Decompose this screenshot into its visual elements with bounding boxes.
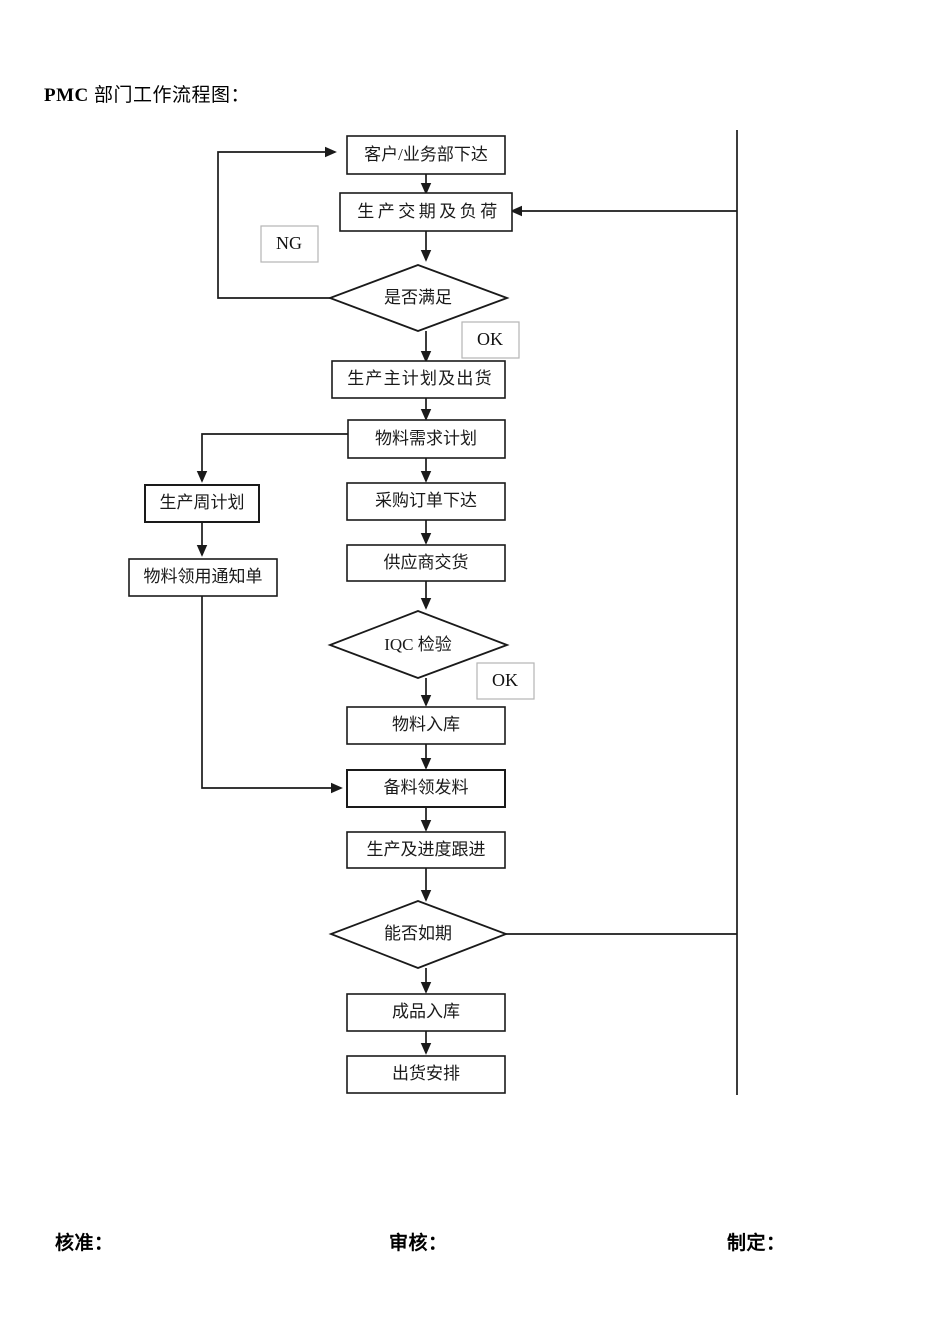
flow-node-s1[interactable]: 生产周计划: [144, 484, 260, 523]
flow-node-n6[interactable]: 供应商交货: [346, 544, 506, 582]
flow-node-n9[interactable]: 生产及进度跟进: [346, 831, 506, 869]
flow-node-d3-label: 能否如期: [384, 924, 452, 943]
flow-node-n2-label: 生产交期及负荷: [357, 202, 501, 221]
footer-signoff-row: 核准： 审核： 制定：: [0, 1228, 950, 1260]
flow-node-n11[interactable]: 出货安排: [346, 1055, 506, 1094]
flow-node-n4-label: 物料需求计划: [375, 429, 477, 448]
flow-node-n6-label: 供应商交货: [384, 553, 469, 572]
signoff-review: 审核：: [389, 1233, 448, 1254]
edge-tag-ok-1-label: OK: [477, 329, 503, 349]
flow-node-n1-label: 客户/业务部下达: [364, 145, 488, 164]
flow-node-n7[interactable]: 物料入库: [346, 706, 506, 745]
flow-node-d2[interactable]: IQC 检验: [327, 610, 510, 679]
page-title-cjk: 部门工作流程图：: [88, 85, 251, 106]
flow-node-d2-label: IQC 检验: [384, 635, 452, 654]
page-title: PMC 部门工作流程图：: [44, 80, 250, 107]
flow-node-n7-label: 物料入库: [392, 715, 460, 734]
edge-tag-ok-2: OK: [476, 662, 535, 700]
edge-tag-ok-1: OK: [461, 321, 520, 359]
flow-node-n5[interactable]: 采购订单下达: [346, 482, 506, 521]
flow-node-n5-label: 采购订单下达: [375, 491, 477, 510]
flow-node-n8[interactable]: 备料领发料: [346, 769, 506, 808]
page-title-latin: PMC: [44, 85, 89, 106]
flow-node-n11-label: 出货安排: [392, 1064, 460, 1083]
flow-node-d1[interactable]: 是否满足: [327, 264, 510, 332]
edge-d1-n1-ng: [217, 146, 337, 299]
flow-node-s2[interactable]: 物料领用通知单: [128, 558, 278, 597]
flow-node-d1-label: 是否满足: [384, 288, 452, 307]
edge-tag-ng-label: NG: [276, 233, 302, 253]
signoff-prepare: 制定：: [727, 1233, 786, 1254]
flow-node-d3[interactable]: 能否如期: [328, 900, 509, 969]
flow-node-n3-label: 生产主计划及出货: [347, 369, 493, 388]
flow-node-n1[interactable]: 客户/业务部下达: [346, 135, 506, 175]
flow-node-n10[interactable]: 成品入库: [346, 993, 506, 1032]
flow-node-s2-label: 物料领用通知单: [144, 567, 263, 586]
flowchart-diagram: 客户/业务部下达 生产交期及负荷 是否满足 生产主计划及出货 物料需求计划 采购…: [128, 130, 738, 1095]
flow-node-n9-label: 生产及进度跟进: [367, 840, 486, 859]
flow-node-n8-label: 备料领发料: [384, 778, 469, 797]
signoff-approve: 核准：: [55, 1233, 114, 1254]
edge-tag-ng: NG: [260, 225, 319, 263]
edge-n4-s1: [196, 433, 348, 483]
flow-node-n3[interactable]: 生产主计划及出货: [331, 360, 506, 399]
flow-node-n2[interactable]: 生产交期及负荷: [339, 192, 513, 232]
flow-node-n10-label: 成品入库: [392, 1002, 460, 1021]
flow-node-s1-label: 生产周计划: [160, 493, 245, 512]
edge-s2-n8: [201, 596, 343, 794]
flow-node-n4[interactable]: 物料需求计划: [347, 419, 506, 459]
edge-tag-ok-2-label: OK: [492, 670, 518, 690]
